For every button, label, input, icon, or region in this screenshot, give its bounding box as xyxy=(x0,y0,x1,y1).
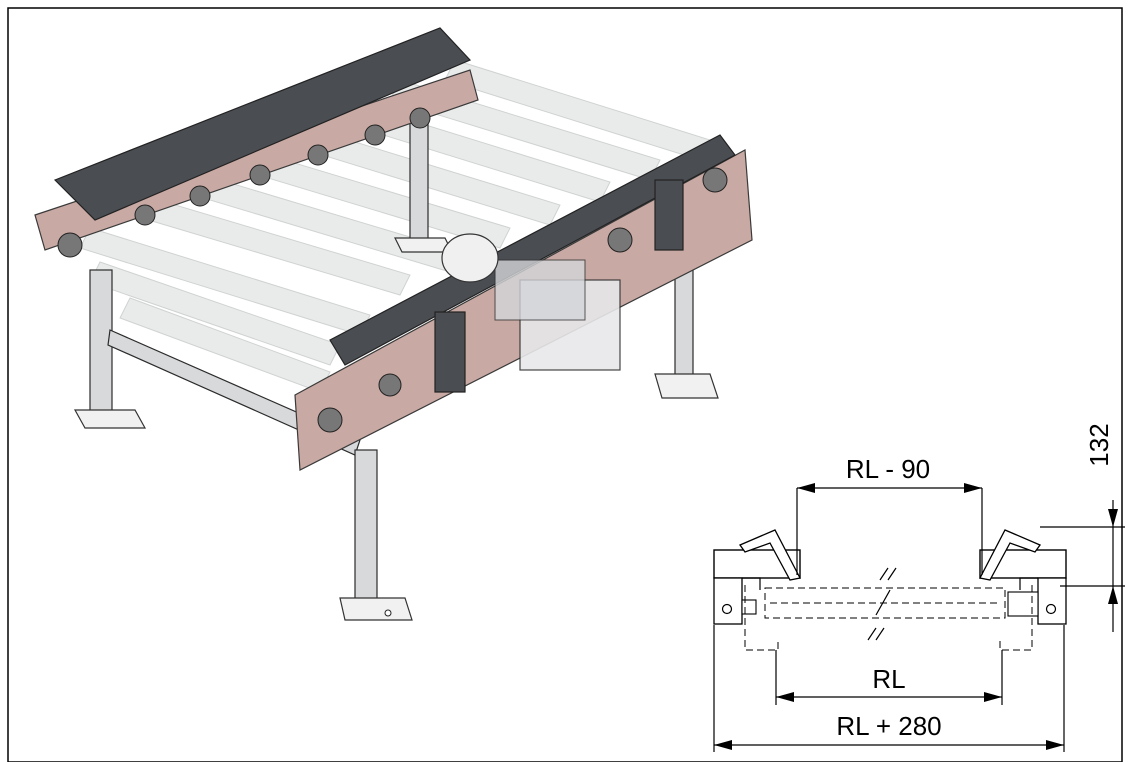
front-right-leg xyxy=(339,449,413,621)
dimension-rl-minus-90: RL - 90 xyxy=(796,454,983,575)
sheet-border xyxy=(7,7,1123,762)
dim-label-rl-minus-90: RL - 90 xyxy=(846,454,930,484)
dim-label-132: 132 xyxy=(1084,423,1114,466)
dim-label-rl: RL xyxy=(872,664,905,694)
front-side-rail xyxy=(294,134,753,471)
left-guide xyxy=(739,529,801,581)
dimension-rl-plus-280: RL + 280 xyxy=(713,625,1065,752)
dimension-132: 132 xyxy=(1040,423,1125,632)
right-guide xyxy=(979,529,1041,581)
conveyor-isometric-view xyxy=(34,27,753,621)
back-side-rail xyxy=(34,27,479,258)
cross-section-view: RL - 90 132 RL RL + 280 xyxy=(713,423,1125,752)
roller-section xyxy=(764,587,1006,619)
dim-label-rl-plus-280: RL + 280 xyxy=(836,711,941,741)
dimension-rl: RL xyxy=(775,650,1003,705)
